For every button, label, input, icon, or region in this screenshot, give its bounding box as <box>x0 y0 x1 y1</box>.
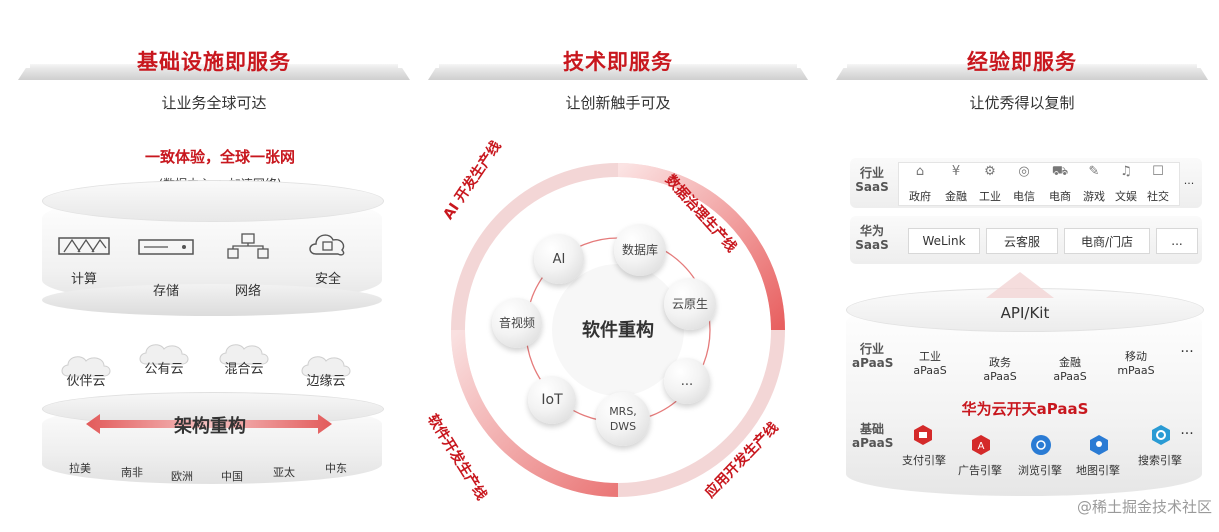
search-engine-icon <box>1152 425 1170 445</box>
resource-label-compute: 计算 <box>70 272 97 287</box>
entertainment-icon: ♫ <box>1120 164 1132 179</box>
public-cloud-icon <box>139 344 189 365</box>
apaas-industry-more: ··· <box>1180 344 1194 360</box>
double-arrow-icon <box>86 414 332 434</box>
apaas-item-gov: 政务 aPaaS <box>983 356 1017 383</box>
saas-item-social: 社交 <box>1147 190 1169 203</box>
node-audio-video: 音视频 <box>492 298 542 348</box>
saas-industry-box <box>898 162 1180 206</box>
node-iot: IoT <box>528 376 576 424</box>
ecommerce-icon: ⛟ <box>1051 164 1069 179</box>
region-middle-east: 中东 <box>325 462 347 475</box>
region-china: 中国 <box>221 470 243 483</box>
open-apaas-label: 华为云开天aPaaS <box>961 400 1089 418</box>
apaas-item-mobile: 移动 mPaaS <box>1117 350 1155 377</box>
resource-label-storage: 存储 <box>152 284 179 299</box>
iaas-center-label: 架构重构 <box>174 416 246 437</box>
column-subtitle-eaas: 让优秀得以复制 <box>969 94 1075 112</box>
edge-cloud-icon <box>301 356 351 377</box>
saas-huawei-welink: WeLink <box>908 228 980 254</box>
payment-engine-icon <box>914 425 932 445</box>
header-plate-3 <box>836 52 1208 80</box>
column-title-iaas: 基础设施即服务 <box>137 50 291 74</box>
saas-item-finance: 金融 <box>945 190 967 203</box>
finance-icon: ¥ <box>951 164 961 179</box>
svg-text:A: A <box>978 441 985 452</box>
browse-engine-icon <box>1031 435 1051 455</box>
region-apac: 亚太 <box>273 466 295 479</box>
header-plate-1 <box>18 52 410 80</box>
up-arrow-icon <box>986 272 1054 298</box>
saas-industry-more: ... <box>1183 174 1195 187</box>
saas-industry-label: 行业 SaaS <box>855 166 889 194</box>
storage-icon <box>138 239 194 255</box>
iaas-headline: 一致体验，全球一张网 <box>144 148 295 166</box>
node-mrs-dws: MRS, DWS <box>596 392 650 446</box>
taas-ring-diagram <box>451 163 785 497</box>
taas-center-label: 软件重构 <box>582 320 654 341</box>
cloud-label-public: 公有云 <box>144 362 184 377</box>
resource-label-network: 网络 <box>234 284 261 299</box>
compute-icon <box>58 237 110 255</box>
node-ai: AI <box>534 234 584 284</box>
base-item-search: 搜索引擎 <box>1138 454 1182 467</box>
map-engine-icon <box>1090 435 1108 455</box>
column-title-taas: 技术即服务 <box>563 50 673 74</box>
node-cloud-native: 云原生 <box>664 278 716 330</box>
network-icon <box>227 233 269 259</box>
apaas-base-more: ··· <box>1180 426 1194 442</box>
apaas-industry-label: 行业 aPaaS <box>852 342 894 370</box>
saas-item-game: 游戏 <box>1083 190 1105 203</box>
base-item-browse: 浏览引擎 <box>1018 464 1062 477</box>
apaas-item-industry: 工业 aPaaS <box>913 350 947 377</box>
hybrid-cloud-icon <box>219 344 269 365</box>
region-latam: 拉美 <box>69 462 91 475</box>
column-subtitle-taas: 让创新触手可及 <box>565 94 671 112</box>
social-icon: ☐ <box>1152 164 1164 179</box>
watermark: @稀土掘金技术社区 <box>1076 498 1212 516</box>
partner-cloud-icon <box>61 356 111 377</box>
iaas-upper-disk-top <box>42 180 384 222</box>
column-title-eaas: 经验即服务 <box>967 50 1077 74</box>
telecom-icon: ◎ <box>1018 164 1030 179</box>
saas-huawei-label: 华为 SaaS <box>855 224 889 252</box>
cloud-label-hybrid: 混合云 <box>224 362 264 377</box>
region-europe: 欧洲 <box>171 470 193 483</box>
gov-icon: ⌂ <box>915 164 925 179</box>
ad-engine-icon: A <box>972 435 990 455</box>
industry-icon: ⚙ <box>984 164 996 179</box>
base-item-map: 地图引擎 <box>1076 464 1120 477</box>
base-item-payment: 支付引擎 <box>902 454 946 467</box>
cloud-label-partner: 伙伴云 <box>66 374 106 389</box>
saas-huawei-customer-service: 云客服 <box>986 228 1058 254</box>
column-subtitle-iaas: 让业务全球可达 <box>161 94 267 112</box>
cloud-label-edge: 边缘云 <box>306 374 346 389</box>
apaas-item-finance: 金融 aPaaS <box>1053 356 1087 383</box>
saas-item-entertainment: 文娱 <box>1115 190 1137 203</box>
saas-item-telecom: 电信 <box>1013 190 1035 203</box>
saas-huawei-more: ... <box>1156 228 1198 254</box>
node-database: 数据库 <box>614 224 666 276</box>
header-plate-2 <box>428 52 808 80</box>
game-icon: ✎ <box>1088 164 1100 179</box>
saas-huawei-ecommerce-store: 电商/门店 <box>1064 228 1150 254</box>
api-kit-label: API/Kit <box>1000 304 1050 322</box>
saas-item-ecommerce: 电商 <box>1049 190 1071 203</box>
resource-label-security: 安全 <box>314 272 341 287</box>
apaas-base-label: 基础 aPaaS <box>852 422 894 450</box>
region-south-africa: 南非 <box>121 466 143 479</box>
saas-item-industry: 工业 <box>979 190 1001 203</box>
saas-item-gov: 政府 <box>909 190 931 203</box>
iaas-upper-disk-bottom <box>42 284 382 316</box>
node-more: ... <box>664 358 710 404</box>
security-cloud-icon <box>309 234 345 256</box>
apaas-platform <box>846 300 1202 496</box>
base-item-ad: 广告引擎 <box>958 464 1002 477</box>
